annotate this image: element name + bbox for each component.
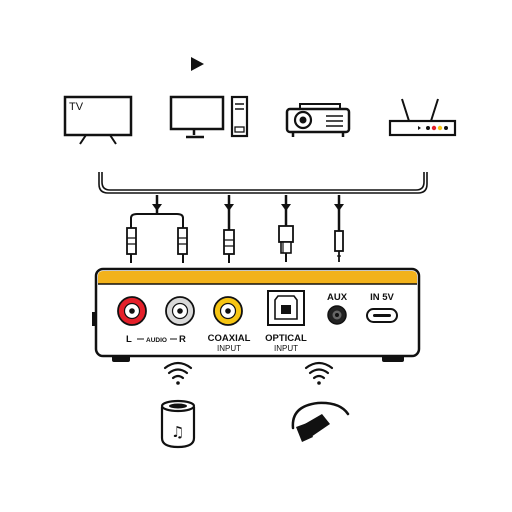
tv-label: TV — [69, 101, 84, 113]
audio-left-label: L — [126, 334, 132, 345]
optical-input-label: INPUT — [274, 344, 298, 353]
wireless-signal-icon — [304, 361, 334, 385]
coaxial-port[interactable] — [213, 296, 243, 326]
rca-left-port[interactable] — [117, 296, 147, 326]
audio-word-label: AUDIO — [146, 337, 167, 344]
device-top-stripe — [98, 271, 417, 284]
coaxial-input-label: INPUT — [217, 344, 241, 353]
coaxial-cable — [223, 195, 235, 263]
audio-right-label: R — [179, 334, 186, 345]
aux-cable — [334, 195, 344, 262]
device-foot-left — [112, 355, 130, 362]
headphones-icon — [291, 401, 350, 442]
aux-port[interactable] — [327, 305, 347, 325]
rca-right-port[interactable] — [165, 296, 195, 326]
coaxial-label: COAXIAL — [208, 333, 251, 344]
power-label: IN 5V — [370, 292, 394, 303]
signal-bus-line — [98, 172, 428, 194]
device-foot-right — [382, 355, 404, 362]
music-note-icon: ♫ — [171, 423, 184, 441]
usb-c-power-port[interactable] — [366, 308, 398, 323]
projector-icon — [285, 103, 351, 137]
router-icon — [388, 98, 457, 137]
speaker-icon: ♫ — [160, 399, 196, 449]
tv-icon: TV — [63, 95, 133, 145]
optical-port[interactable] — [267, 290, 305, 326]
rca-audio-cable — [126, 195, 188, 263]
converter-device: L AUDIO R COAXIAL INPUT OPTICAL INPUT AU… — [92, 267, 421, 362]
optical-label: OPTICAL — [265, 333, 307, 344]
optical-cable — [278, 195, 294, 262]
side-button — [92, 312, 97, 326]
play-icon — [191, 57, 204, 71]
aux-label: AUX — [327, 292, 348, 303]
computer-icon — [169, 95, 249, 139]
wireless-signal-icon — [163, 361, 193, 385]
